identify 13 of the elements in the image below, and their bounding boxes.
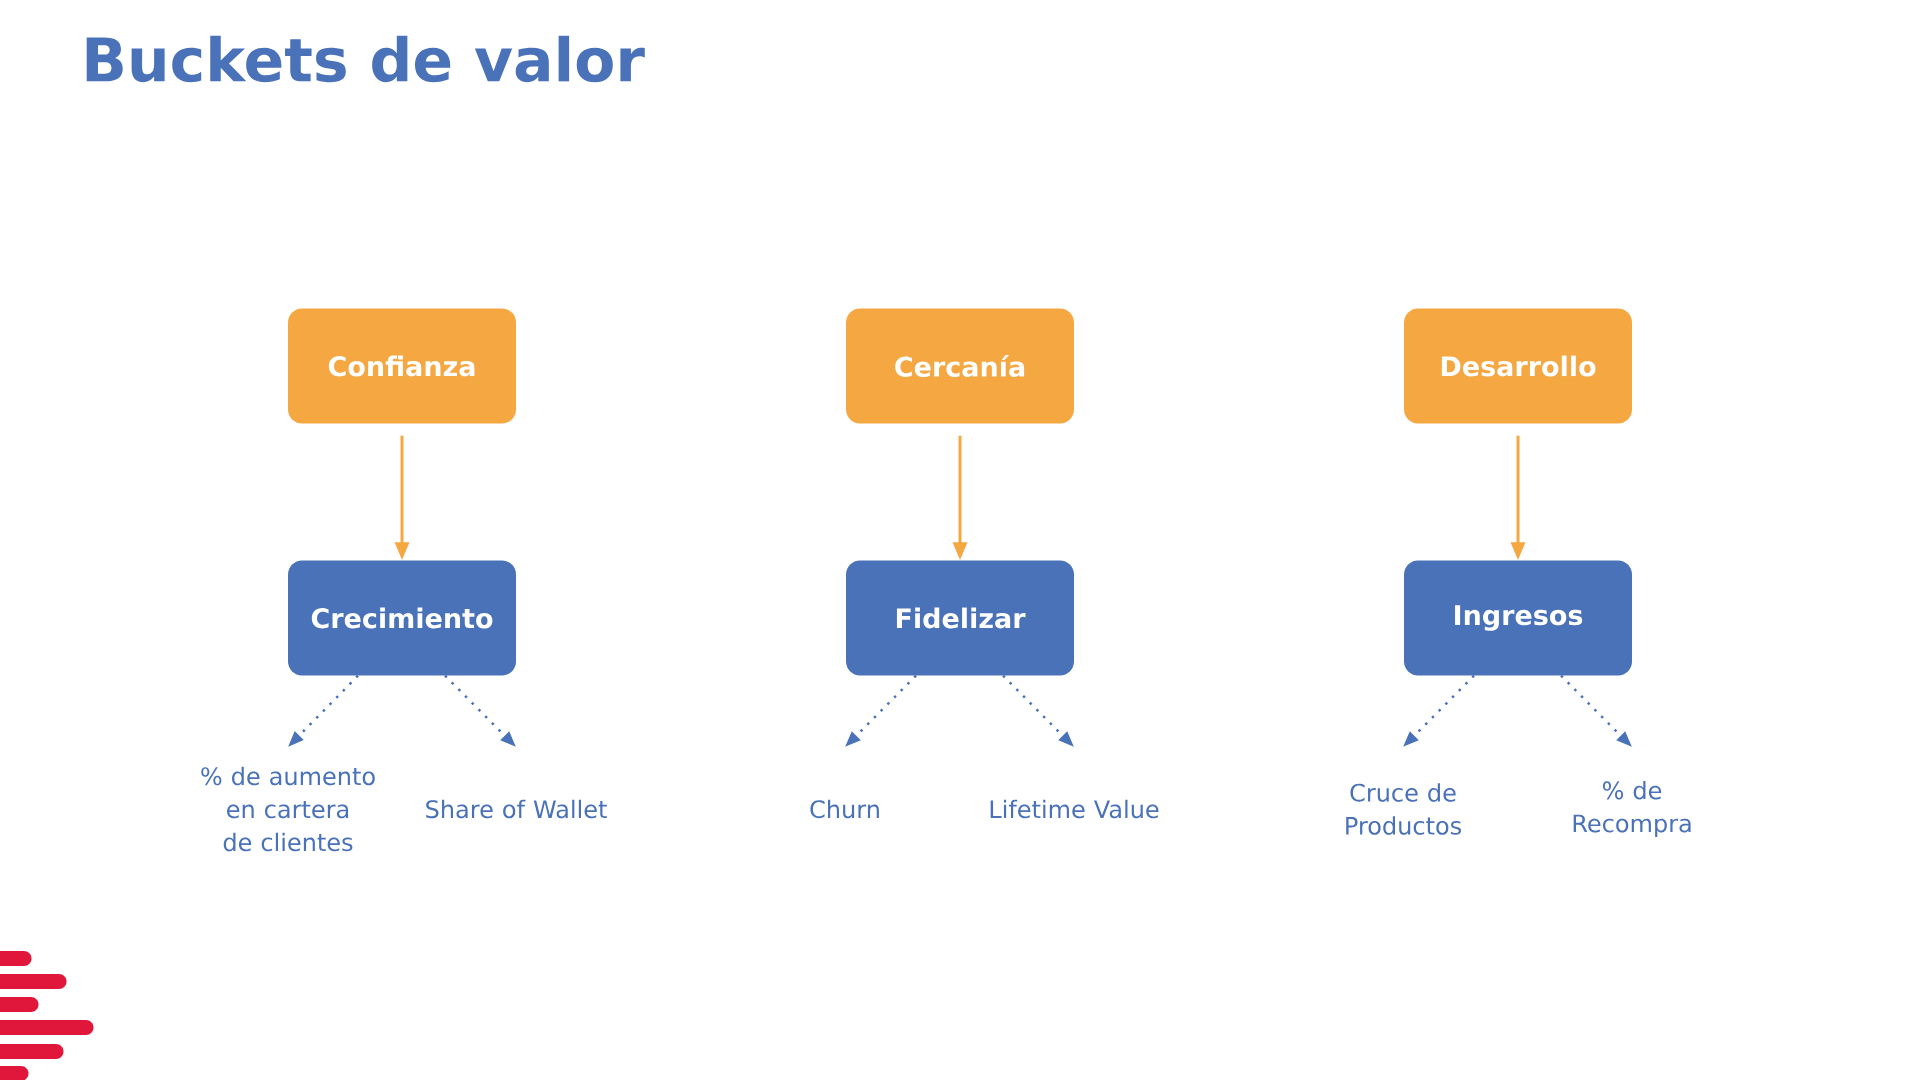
title: Buckets de valor bbox=[86, 35, 645, 83]
metric-label: Lifetime Value bbox=[990, 799, 1159, 819]
category-box: Desarrollo bbox=[1404, 308, 1632, 424]
metric-label: Churn bbox=[810, 799, 879, 819]
bucket-box: Ingresos bbox=[1404, 560, 1632, 676]
metric-label: % de Recompra bbox=[1573, 780, 1691, 838]
bucket-box: Crecimiento bbox=[288, 560, 516, 676]
category-box: Cercanía bbox=[846, 308, 1074, 424]
metric-label: Cruce de Productos bbox=[1346, 783, 1461, 835]
category-box: Confianza bbox=[288, 308, 516, 424]
metric-label: % de aumento en cartera de clientes bbox=[201, 766, 375, 852]
metric-label: Share of Wallet bbox=[426, 799, 607, 819]
bucket-box: Fidelizar bbox=[846, 560, 1074, 676]
